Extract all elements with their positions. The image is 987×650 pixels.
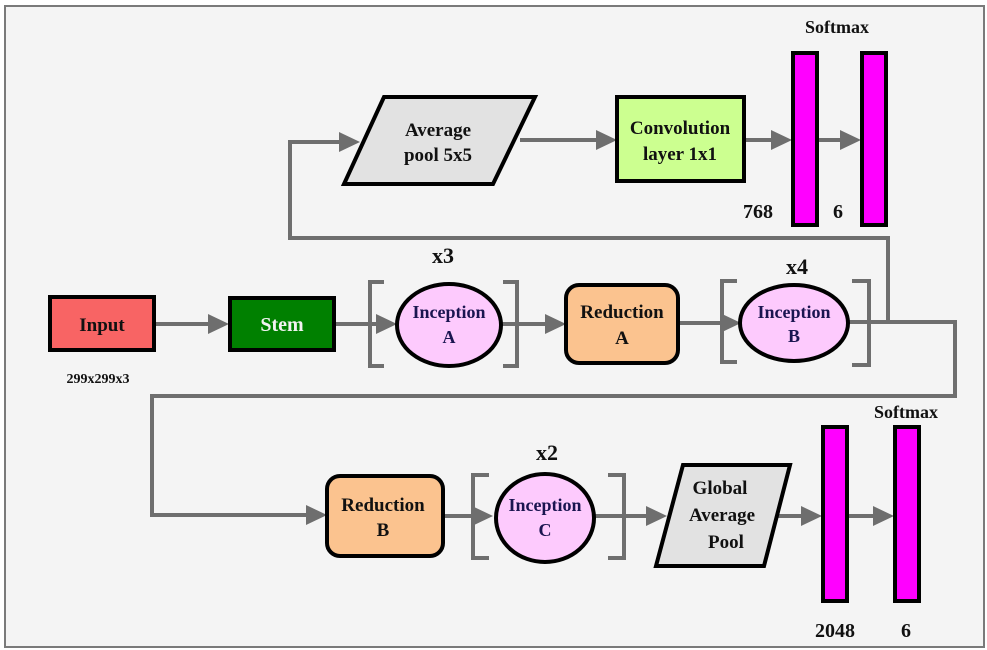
aux-output-layer-bar xyxy=(860,51,888,227)
arrowhead-aux-pool xyxy=(339,132,360,152)
arrowhead-inception-b-reduction-b xyxy=(306,505,327,525)
inception-b-ellipse xyxy=(738,283,850,363)
reduction-a-box xyxy=(564,283,680,365)
main-output-layer-bar xyxy=(893,425,921,603)
inception-a-label-line2: A xyxy=(443,327,456,347)
aux-dense-layer-bar xyxy=(791,51,819,227)
bracket-inception-c xyxy=(471,473,626,560)
reduction-a-label-line1: Reduction xyxy=(580,302,664,323)
input-label: Input xyxy=(79,315,125,336)
inception-b-label-line1: Inception xyxy=(757,302,830,322)
arrowhead-global-pool-dense xyxy=(801,506,822,526)
reduction-b-node: Reduction B xyxy=(325,474,445,558)
aux-conv-node: Convolution layer 1x1 xyxy=(615,95,746,183)
main-softmax-label: Softmax xyxy=(874,402,938,422)
aux-conv-label-line1: Convolution xyxy=(630,118,731,139)
reduction-a-node: Reduction A xyxy=(564,283,680,365)
arrowhead-stem-inception-a xyxy=(376,314,397,334)
arrowhead-aux-conv-dense xyxy=(771,130,792,150)
inception-c-repeat-label: x2 xyxy=(536,440,558,465)
inception-c-label-line1: Inception xyxy=(508,495,581,515)
aux-pool-label-line2: pool 5x5 xyxy=(404,145,472,166)
arrowhead-inception-a-reduction-a xyxy=(545,314,566,334)
inception-c-label-line2: C xyxy=(539,520,552,540)
main-output-units-label: 6 xyxy=(901,620,911,642)
aux-pool-label-line1: Average xyxy=(405,120,471,141)
inception-b-node: Inception B xyxy=(738,283,850,363)
edge-inception-b-reduction-b xyxy=(150,320,957,517)
global-pool-node: Global Average Pool xyxy=(653,463,793,568)
global-pool-label-line1: Global xyxy=(693,478,748,499)
connectors xyxy=(150,130,957,526)
reduction-b-box xyxy=(325,474,445,558)
inception-b-repeat-label: x4 xyxy=(786,254,808,279)
aux-dense-units-label: 768 xyxy=(743,201,773,223)
global-pool-label-line2: Average xyxy=(689,505,755,526)
input-size-label: 299x299x3 xyxy=(67,372,130,387)
inception-c-ellipse xyxy=(494,472,596,564)
arrowhead-aux-pool-conv xyxy=(596,130,617,150)
arrowhead-input-stem xyxy=(208,314,229,334)
main-dense-units-label: 2048 xyxy=(815,620,855,642)
arrowhead-reduction-b-inception-c xyxy=(472,506,493,526)
main-dense-layer-bar xyxy=(821,425,849,603)
aux-conv-label-line2: layer 1x1 xyxy=(643,144,717,165)
aux-conv-box xyxy=(615,95,746,183)
aux-softmax-label: Softmax xyxy=(805,17,869,37)
arrowhead-inception-c-global-pool xyxy=(646,506,667,526)
stem-label: Stem xyxy=(260,314,304,336)
bracket-inception-a xyxy=(368,280,519,368)
aux-pool-node: Average pool 5x5 xyxy=(340,95,539,186)
bracket-inception-b xyxy=(720,279,871,367)
global-pool-label-line3: Pool xyxy=(708,532,744,553)
input-box xyxy=(48,295,156,352)
aux-pool-parallelogram xyxy=(340,95,539,186)
inception-a-node: Inception A xyxy=(395,282,503,368)
inception-c-node: Inception C xyxy=(494,472,596,564)
stem-box xyxy=(228,296,336,352)
input-node: Input xyxy=(48,295,156,352)
inception-a-ellipse xyxy=(395,282,503,368)
reduction-b-label-line2: B xyxy=(377,520,390,541)
arrowhead-aux-dense-output xyxy=(840,130,861,150)
arrowhead-reduction-a-inception-b xyxy=(720,313,741,333)
stem-node: Stem xyxy=(228,296,336,352)
reduction-a-label-line2: A xyxy=(615,328,629,349)
inception-a-label-line1: Inception xyxy=(412,302,485,322)
edge-inception-b-aux-pool xyxy=(288,140,890,322)
arrowhead-main-dense-output xyxy=(873,506,894,526)
global-pool-parallelogram xyxy=(653,463,793,568)
reduction-b-label-line1: Reduction xyxy=(341,495,425,516)
inception-a-repeat-label: x3 xyxy=(432,243,454,268)
aux-output-units-label: 6 xyxy=(833,201,843,223)
inception-b-label-line2: B xyxy=(788,326,800,346)
